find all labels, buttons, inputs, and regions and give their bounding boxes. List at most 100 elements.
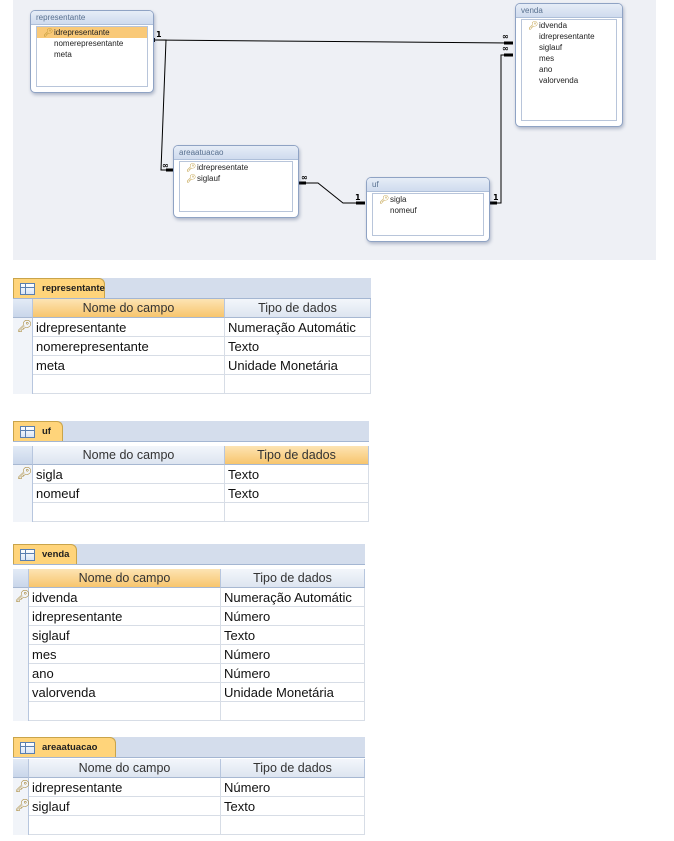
field-nomerepresentante[interactable]: nomerepresentante (54, 39, 124, 48)
tab-uf[interactable]: uf (13, 421, 63, 441)
field-name-cell[interactable]: siglauf (29, 626, 221, 645)
table-row[interactable]: 🔑︎ sigla Texto (13, 465, 369, 484)
field-sigla[interactable]: 🔑︎sigla (379, 195, 407, 204)
key-icon: 🔑︎ (15, 779, 31, 793)
diagram-table-venda[interactable]: venda 🔑︎idvenda idrepresentante siglauf … (515, 3, 623, 127)
field-name-cell[interactable]: nomerepresentante (33, 337, 225, 356)
table-row-empty[interactable] (13, 503, 369, 522)
table-row-empty[interactable] (13, 816, 365, 835)
field-mes[interactable]: mes (539, 54, 555, 63)
data-type-cell[interactable]: Número (221, 664, 365, 683)
data-type-cell[interactable]: Número (221, 645, 365, 664)
column-header-data-type[interactable]: Tipo de dados (225, 446, 369, 465)
data-type-cell[interactable]: Número (221, 607, 365, 626)
diagram-table-areaatuacao[interactable]: areaatuacao 🔑︎idrepresentate 🔑︎siglauf (173, 145, 299, 218)
table-title[interactable]: uf (367, 178, 489, 192)
table-row-empty[interactable] (13, 702, 365, 721)
data-type-cell[interactable]: Unidade Monetária (221, 683, 365, 702)
field-ano[interactable]: ano (539, 65, 553, 74)
data-type-cell[interactable]: Texto (221, 626, 365, 645)
table-row[interactable]: ano Número (13, 664, 365, 683)
field-siglauf[interactable]: 🔑︎siglauf (186, 174, 221, 183)
link-representante-areaatuacao (153, 39, 173, 171)
table-row-empty[interactable] (13, 375, 371, 394)
field-valorvenda[interactable]: valorvenda (539, 76, 579, 85)
data-type-cell[interactable]: Texto (225, 337, 371, 356)
tab-areaatuacao[interactable]: areaatuacao (13, 737, 116, 757)
tab-strip: uf (13, 421, 369, 442)
field-name-cell[interactable]: meta (33, 356, 225, 375)
relationship-lines (151, 38, 514, 205)
table-row[interactable]: 🔑︎ idvenda Numeração Automátic (13, 588, 365, 607)
link-representante-venda (152, 39, 514, 44)
table-row[interactable]: nomerepresentante Texto (13, 337, 371, 356)
column-header-data-type[interactable]: Tipo de dados (225, 299, 371, 318)
column-header-data-type[interactable]: Tipo de dados (221, 569, 365, 588)
table-row[interactable]: 🔑︎ siglauf Texto (13, 797, 365, 816)
row-selector-header[interactable] (13, 446, 33, 465)
field-name-cell[interactable]: siglauf (29, 797, 221, 816)
table-row[interactable]: 🔑︎ idrepresentante Número (13, 778, 365, 797)
key-icon: 🔑︎ (17, 319, 33, 333)
key-icon: 🔑︎ (379, 195, 390, 204)
key-icon: 🔑︎ (43, 28, 54, 37)
data-type-cell[interactable]: Número (221, 778, 365, 797)
key-icon: 🔑︎ (186, 174, 197, 183)
table-row[interactable]: mes Número (13, 645, 365, 664)
key-icon: 🔑︎ (186, 163, 197, 172)
field-name-cell[interactable]: sigla (33, 465, 225, 484)
data-type-cell[interactable]: Numeração Automátic (221, 588, 365, 607)
diagram-table-representante[interactable]: representante 🔑︎idrepresentante nomerepr… (30, 10, 154, 93)
link-areaatuacao-uf (297, 182, 365, 204)
table-title[interactable]: venda (516, 4, 622, 18)
table-row[interactable]: meta Unidade Monetária (13, 356, 371, 375)
key-icon: 🔑︎ (528, 21, 539, 30)
cardinality-one-label: 1 (355, 193, 361, 202)
data-type-cell[interactable]: Numeração Automátic (225, 318, 371, 337)
field-idrepresentante[interactable]: 🔑︎idrepresentante (37, 27, 147, 38)
column-header-field-name[interactable]: Nome do campo (29, 759, 221, 778)
column-header-field-name[interactable]: Nome do campo (33, 446, 225, 465)
tab-venda[interactable]: venda (13, 544, 77, 564)
field-siglauf[interactable]: siglauf (539, 43, 563, 52)
data-type-cell[interactable]: Unidade Monetária (225, 356, 371, 375)
table-row[interactable]: idrepresentante Número (13, 607, 365, 626)
field-name-cell[interactable]: idrepresentante (33, 318, 225, 337)
table-title[interactable]: representante (31, 11, 153, 25)
cardinality-one-label: 1 (493, 193, 499, 202)
data-type-cell[interactable]: Texto (225, 484, 369, 503)
field-name-cell[interactable]: ano (29, 664, 221, 683)
field-name-cell[interactable]: nomeuf (33, 484, 225, 503)
field-name-cell[interactable]: idrepresentante (29, 778, 221, 797)
diagram-table-uf[interactable]: uf 🔑︎sigla nomeuf (366, 177, 490, 242)
tab-representante[interactable]: representante (13, 278, 105, 298)
column-header-data-type[interactable]: Tipo de dados (221, 759, 365, 778)
column-header-field-name[interactable]: Nome do campo (29, 569, 221, 588)
table-row[interactable]: nomeuf Texto (13, 484, 369, 503)
table-title[interactable]: areaatuacao (174, 146, 298, 160)
field-meta[interactable]: meta (54, 50, 72, 59)
field-name-cell[interactable]: mes (29, 645, 221, 664)
table-icon (20, 426, 35, 438)
row-selector-header[interactable] (13, 569, 29, 588)
link-uf-venda (489, 54, 513, 204)
tab-strip: representante (13, 278, 371, 299)
table-row[interactable]: siglauf Texto (13, 626, 365, 645)
field-name-cell[interactable]: idvenda (29, 588, 221, 607)
key-icon: 🔑︎ (17, 466, 33, 480)
tab-strip: areaatuacao (13, 737, 365, 758)
field-name-cell[interactable]: valorvenda (29, 683, 221, 702)
data-type-cell[interactable]: Texto (225, 465, 369, 484)
row-selector-header[interactable] (13, 299, 33, 318)
table-row[interactable]: 🔑︎ idrepresentante Numeração Automátic (13, 318, 371, 337)
data-type-cell[interactable]: Texto (221, 797, 365, 816)
field-idrepresentante[interactable]: idrepresentante (539, 32, 595, 41)
field-name-cell[interactable]: idrepresentante (29, 607, 221, 626)
table-row[interactable]: valorvenda Unidade Monetária (13, 683, 365, 702)
field-nomeuf[interactable]: nomeuf (390, 206, 417, 215)
row-selector-header[interactable] (13, 759, 29, 778)
column-header-field-name[interactable]: Nome do campo (33, 299, 225, 318)
field-idrepresentate[interactable]: 🔑︎idrepresentate (186, 163, 249, 172)
field-idvenda[interactable]: 🔑︎idvenda (528, 21, 568, 30)
cardinality-many-label: ∞ (301, 173, 308, 182)
